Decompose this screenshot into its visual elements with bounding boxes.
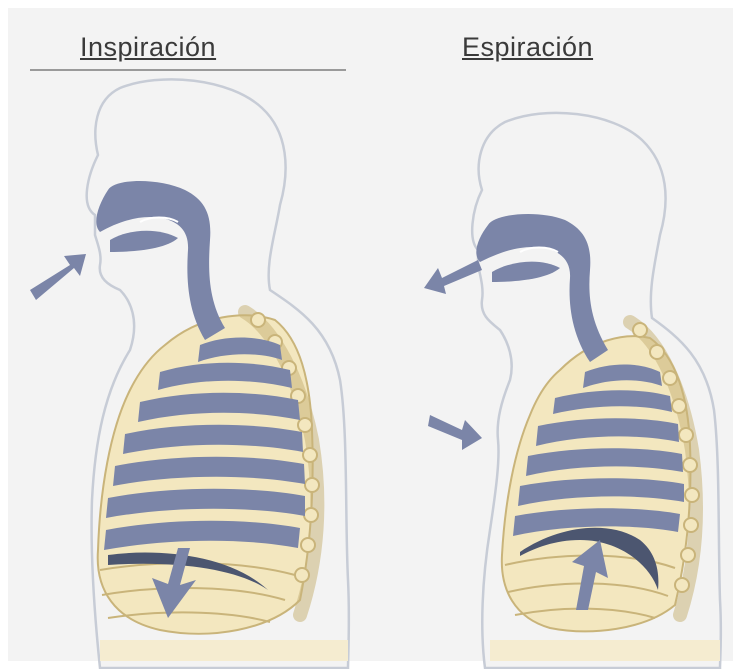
abdomen-shade-right — [490, 640, 720, 661]
expiration-title: Espiración — [462, 32, 593, 63]
abdomen-shade-left — [100, 640, 348, 661]
inspiration-title: Inspiración — [80, 32, 216, 63]
